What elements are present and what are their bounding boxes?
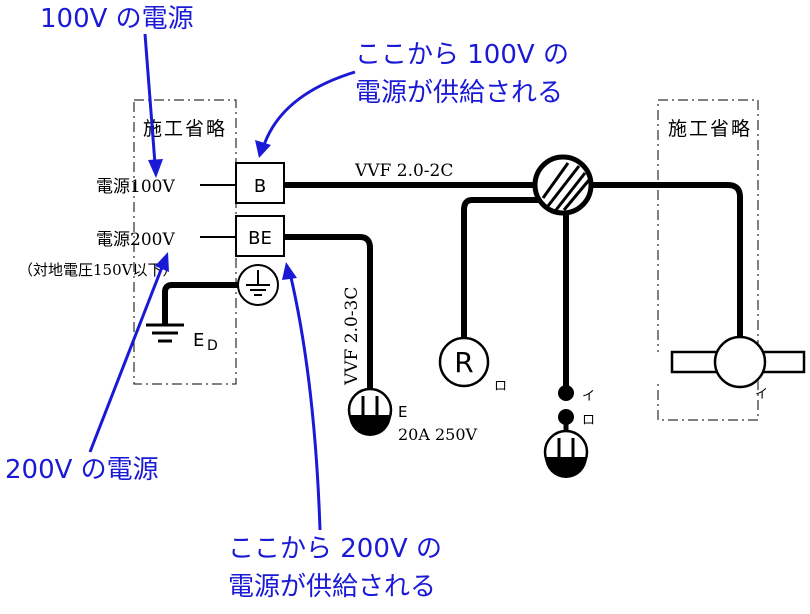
ground-e-label: E xyxy=(193,330,204,351)
receptacle-ro-label: ロ xyxy=(494,379,507,394)
breaker-b xyxy=(235,162,285,204)
outlet-100v-icon xyxy=(543,429,589,478)
power-200v-label: 電源200V xyxy=(96,230,175,250)
lamp-icon xyxy=(713,335,767,389)
callout-100v-line2: 電源が供給される xyxy=(355,78,563,108)
outlet-rating-label: 20A 250V xyxy=(398,425,478,444)
source-200v-title: 200V の電源 xyxy=(5,455,159,485)
cable-100v-label: VVF 2.0-2C xyxy=(354,161,453,181)
wires xyxy=(162,182,743,395)
receptacle-r xyxy=(438,336,490,388)
source-100v-title: 100V の電源 xyxy=(40,4,194,34)
callout-200v-line2: 電源が供給される xyxy=(228,572,436,602)
arrow-heads xyxy=(148,140,297,280)
omitted-label-left: 施工省略 xyxy=(143,118,227,140)
switch-i-icon xyxy=(558,385,574,401)
omitted-label-right: 施工省略 xyxy=(668,118,752,140)
switch-i-label: イ xyxy=(582,389,595,404)
callout-200v-line1: ここから 200V の xyxy=(228,534,442,564)
omitted-box-right xyxy=(657,99,759,421)
annotation-arrows xyxy=(88,33,356,531)
ground-d-label: D xyxy=(207,338,218,354)
lamp-i-label: イ xyxy=(755,387,768,402)
ground-electrode-icon xyxy=(146,323,184,343)
power-100v-label: 電源100V xyxy=(96,177,175,197)
ground-voltage-note: （対地電圧150V以下） xyxy=(18,261,177,279)
junction-box-hatch xyxy=(541,162,591,211)
cable-200v-label: VVF 2.0-3C xyxy=(342,287,362,386)
breaker-be-label: BE xyxy=(248,228,272,249)
receptacle-r-label: R xyxy=(454,346,473,379)
callout-100v-line1: ここから 100V の xyxy=(355,40,569,70)
breaker-b-label: B xyxy=(254,176,266,197)
outlet-200v-icon xyxy=(347,387,393,436)
outlet-e-label: E xyxy=(398,403,407,421)
switch-ro-label: ロ xyxy=(582,413,595,428)
earth-symbol-icon xyxy=(246,270,270,296)
